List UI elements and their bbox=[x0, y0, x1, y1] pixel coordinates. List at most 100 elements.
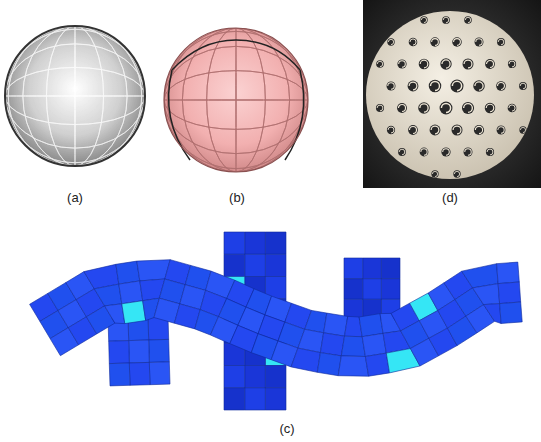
facet-line bbox=[8, 26, 141, 166]
ball-hole bbox=[376, 60, 384, 68]
ball-hole bbox=[462, 102, 474, 114]
quad-face bbox=[305, 310, 327, 332]
quad-face bbox=[224, 254, 245, 276]
panel-label: (a) bbox=[67, 190, 83, 205]
ball-hole bbox=[398, 148, 406, 156]
facet-line bbox=[46, 26, 103, 166]
ball-swirl bbox=[487, 61, 494, 68]
ball-hole bbox=[442, 16, 450, 24]
facet-line bbox=[23, 26, 127, 166]
ball-hole bbox=[508, 104, 517, 113]
facet-line bbox=[5, 29, 145, 162]
photo bbox=[363, 0, 541, 188]
quad-face bbox=[291, 348, 320, 372]
facet-line bbox=[5, 96, 145, 97]
ball-hole bbox=[418, 102, 430, 114]
facet-line bbox=[164, 46, 308, 153]
quad-face bbox=[122, 301, 146, 324]
quad-face bbox=[363, 258, 382, 279]
ball-hole bbox=[450, 79, 463, 92]
facet-line bbox=[164, 31, 308, 168]
quad-face bbox=[109, 341, 130, 364]
ball-hole bbox=[486, 148, 494, 156]
ball-swirl bbox=[464, 60, 472, 68]
ball-swirl bbox=[443, 17, 449, 23]
facet-line bbox=[164, 31, 308, 168]
ball-swirl bbox=[465, 149, 471, 155]
ball-hole bbox=[497, 126, 506, 135]
ball-swirl bbox=[410, 39, 416, 45]
ball-swirl bbox=[498, 127, 504, 133]
ball-hole bbox=[485, 59, 495, 69]
ball-swirl bbox=[520, 83, 526, 89]
ball-swirl bbox=[421, 17, 426, 22]
ball-hole bbox=[397, 59, 406, 68]
ball-hole bbox=[387, 126, 395, 134]
quad-face bbox=[341, 336, 365, 356]
quad-face bbox=[362, 333, 386, 356]
quad-face bbox=[338, 356, 368, 376]
ball-hole bbox=[420, 148, 429, 157]
ball-hole bbox=[440, 102, 453, 115]
facet-line bbox=[164, 71, 308, 130]
ball-hole bbox=[508, 60, 516, 68]
ball-hole bbox=[451, 124, 462, 135]
quad-face bbox=[363, 279, 382, 300]
ball-swirl bbox=[410, 127, 417, 134]
ball-swirl bbox=[487, 149, 493, 155]
quad-face bbox=[109, 363, 130, 386]
ball-hole bbox=[419, 59, 430, 70]
facet-line bbox=[236, 28, 237, 172]
ball-hole bbox=[475, 38, 484, 47]
facet-line bbox=[8, 26, 141, 166]
facet-line bbox=[207, 28, 266, 172]
ball-swirl bbox=[398, 104, 405, 111]
ball-hole bbox=[474, 125, 484, 135]
ball-swirl bbox=[432, 171, 437, 176]
ball-swirl bbox=[442, 60, 450, 68]
ball-swirl bbox=[486, 104, 493, 111]
quad-face bbox=[324, 313, 348, 336]
quad-face bbox=[344, 279, 363, 300]
ball-swirl bbox=[454, 171, 459, 176]
quad-face bbox=[497, 262, 520, 284]
ball-hole bbox=[496, 81, 506, 91]
ball-swirl bbox=[388, 83, 394, 89]
facet-line bbox=[207, 28, 266, 172]
ball-hole bbox=[420, 16, 427, 23]
facet-line bbox=[167, 28, 304, 172]
facet-line bbox=[164, 100, 308, 101]
quad-face bbox=[381, 279, 400, 300]
ball-hole bbox=[453, 170, 460, 177]
ball-swirl bbox=[475, 82, 483, 90]
ball-swirl bbox=[431, 82, 440, 91]
ball-hole bbox=[519, 82, 527, 90]
ball-hole bbox=[497, 38, 505, 46]
ball-hole bbox=[441, 147, 450, 156]
quad-face bbox=[484, 304, 502, 324]
ball-swirl bbox=[498, 39, 504, 45]
ball-hole bbox=[463, 147, 472, 156]
ball-swirl bbox=[431, 126, 439, 134]
quad-face bbox=[224, 388, 245, 410]
ball-hole bbox=[452, 37, 462, 47]
facet-line bbox=[46, 26, 103, 166]
quad-face bbox=[245, 366, 266, 388]
quad-face bbox=[119, 281, 143, 304]
ball-hole bbox=[397, 103, 407, 113]
ball-hole bbox=[430, 37, 439, 46]
facet-line bbox=[5, 67, 145, 124]
ball-swirl bbox=[509, 61, 515, 67]
ball-hole bbox=[519, 126, 526, 133]
ball-swirl bbox=[509, 105, 515, 111]
ball-hole bbox=[376, 104, 384, 112]
ball-hole bbox=[430, 125, 441, 136]
ball-hole bbox=[409, 38, 418, 47]
quad-face bbox=[473, 284, 500, 305]
facet-line bbox=[75, 26, 76, 166]
facet-line bbox=[164, 71, 308, 130]
ball-swirl bbox=[420, 104, 428, 112]
quad-face bbox=[224, 366, 245, 388]
ball-swirl bbox=[388, 127, 394, 133]
